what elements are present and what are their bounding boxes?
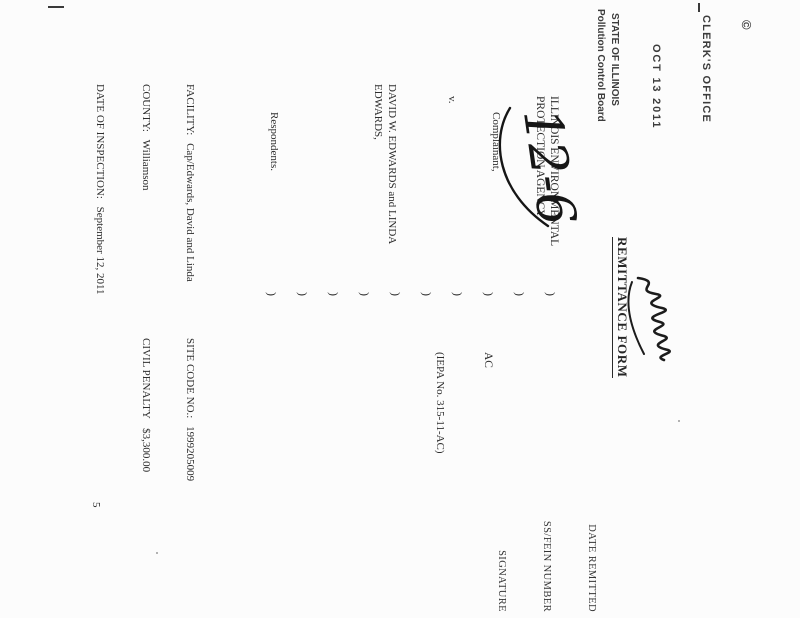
versus: v. — [446, 96, 458, 104]
stamp-state-of-illinois: STATE OF ILLINOIS — [609, 13, 620, 106]
county-label: COUNTY: — [140, 84, 152, 132]
facility-value: Cap/Edwards, David and Linda — [184, 143, 196, 282]
caption-paren-glyph: ) — [451, 292, 465, 296]
respondent-name-line1: DAVID W. EDWARDS and LINDA — [386, 84, 398, 245]
stamp-received-date: OCT 13 2011 — [650, 44, 662, 130]
field-label-date-remitted: DATE REMITTED — [586, 524, 597, 612]
handwritten-docket-text: 12-6 — [511, 105, 587, 229]
site-code-label: SITE CODE NO.: — [184, 338, 196, 419]
caption-paren-column: )))))))))) — [256, 292, 566, 296]
facility-row-left: FACILITY: Cap/Edwards, David and Linda — [184, 84, 196, 282]
civil-penalty-value: $3,300.00 — [140, 428, 152, 473]
county-value: Williamson — [140, 139, 152, 191]
site-code-value: 1999205009 — [184, 426, 196, 482]
case-type: AC — [482, 352, 494, 368]
caption-paren-glyph: ) — [513, 292, 527, 296]
circled-c-stamp-icon: © — [739, 20, 754, 30]
caption-paren-glyph: ) — [482, 292, 496, 296]
caption-paren-glyph: ) — [389, 292, 403, 296]
respondent-name-line2: EDWARDS, — [372, 84, 384, 140]
county-row-left: COUNTY: Williamson — [140, 84, 152, 191]
civil-penalty-row-right: CIVIL PENALTY $3,300.00 — [140, 338, 152, 472]
scan-speckle — [678, 420, 680, 422]
iepa-number: (IEPA No. 315-11-AC) — [434, 352, 446, 454]
caption-paren-glyph: ) — [296, 292, 310, 296]
stamp-clerks-office: CLERK'S OFFICE — [700, 15, 712, 124]
handwritten-docket-number: 12-6 — [498, 105, 587, 229]
caption-paren-glyph: ) — [544, 292, 558, 296]
field-label-signature: SIGNATURE — [496, 550, 507, 612]
stamp-pollution-control-board: Pollution Control Board — [595, 9, 606, 122]
scan-edge-artifact — [48, 6, 64, 8]
caption-paren-glyph: ) — [327, 292, 341, 296]
caption-paren-glyph: ) — [265, 292, 279, 296]
facility-label: FACILITY: — [184, 84, 196, 136]
scan-speckle — [156, 552, 158, 554]
caption-paren-glyph: ) — [420, 292, 434, 296]
pen-scribble — [627, 276, 671, 362]
inspection-date-value: September 12, 2011 — [94, 206, 106, 295]
page-number: 5 — [90, 502, 102, 508]
handwriting-flourish — [498, 106, 550, 228]
respondent-role: Respondents. — [268, 112, 280, 171]
caption-paren-glyph: ) — [358, 292, 372, 296]
field-label-ss-fein-number: SS/FEIN NUMBER — [541, 520, 552, 612]
inspection-date-label: DATE OF INSPECTION: — [94, 84, 106, 199]
inspection-date-row: DATE OF INSPECTION: September 12, 2011 — [94, 84, 106, 295]
scan-edge-artifact — [698, 3, 700, 12]
site-code-row-right: SITE CODE NO.: 1999205009 — [184, 338, 196, 481]
civil-penalty-label: CIVIL PENALTY — [140, 338, 152, 419]
